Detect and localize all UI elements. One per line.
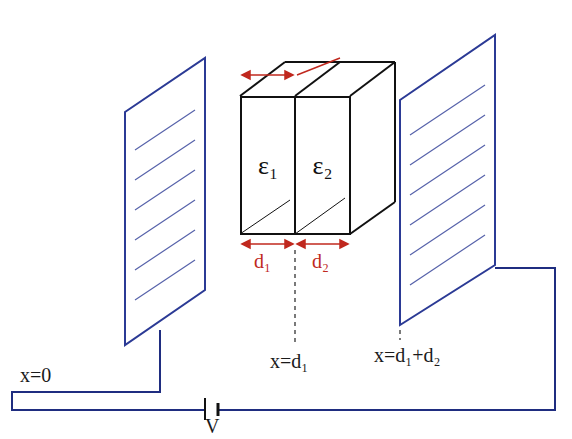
circuit-wire <box>12 268 555 420</box>
position-label: x=0 <box>18 364 53 386</box>
position-markers <box>295 250 400 345</box>
dielectric-block-edges <box>240 62 395 234</box>
left-plate <box>125 58 205 345</box>
dielectric-region: ε₁ <box>240 96 296 235</box>
permittivity-label: ε₁ <box>258 151 278 181</box>
dielectric-region: ε₂ <box>294 96 351 235</box>
position-label: x=d₁ <box>268 350 310 372</box>
right-plate <box>400 35 495 325</box>
voltage-label: V <box>203 415 221 437</box>
dimension-label: d₁ <box>252 250 273 272</box>
position-label: x=d₁+d₂ <box>372 344 443 366</box>
permittivity-label: ε₂ <box>313 151 333 181</box>
dimension-label: d₂ <box>310 250 331 272</box>
